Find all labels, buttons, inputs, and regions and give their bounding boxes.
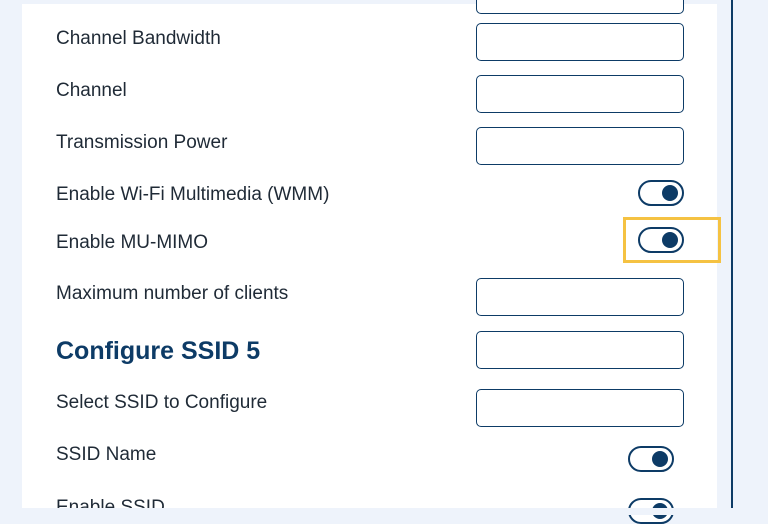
section-title: Configure SSID 5 bbox=[56, 337, 261, 365]
toggle-knob bbox=[652, 451, 668, 467]
select-ssid-label: Select SSID to Configure bbox=[56, 392, 268, 413]
channel-field[interactable] bbox=[476, 75, 684, 113]
transmission-power-label: Transmission Power bbox=[56, 132, 228, 153]
enable-mu-mimo-label: Enable MU-MIMO bbox=[56, 232, 209, 253]
channel-bandwidth-field[interactable] bbox=[476, 23, 684, 61]
ssid-name-label: SSID Name bbox=[56, 444, 157, 465]
channel-bandwidth-label: Channel Bandwidth bbox=[56, 28, 221, 49]
channel-label: Channel bbox=[56, 80, 127, 101]
enable-wmm-label: Enable Wi-Fi Multimedia (WMM) bbox=[56, 184, 330, 205]
section-input-field[interactable] bbox=[476, 331, 684, 369]
ssid-name-toggle[interactable] bbox=[628, 446, 674, 472]
enable-mu-mimo-toggle[interactable] bbox=[638, 227, 684, 253]
transmission-power-field[interactable] bbox=[476, 127, 684, 165]
toggle-knob bbox=[662, 232, 678, 248]
bottom-edge bbox=[0, 508, 768, 515]
select-ssid-field[interactable] bbox=[476, 389, 684, 427]
toggle-knob bbox=[662, 185, 678, 201]
panel-divider bbox=[731, 0, 733, 515]
focus-highlight bbox=[623, 217, 721, 263]
max-clients-field[interactable] bbox=[476, 278, 684, 316]
enable-wmm-toggle[interactable] bbox=[638, 180, 684, 206]
previous-field[interactable] bbox=[476, 0, 684, 14]
max-clients-label: Maximum number of clients bbox=[56, 283, 289, 304]
